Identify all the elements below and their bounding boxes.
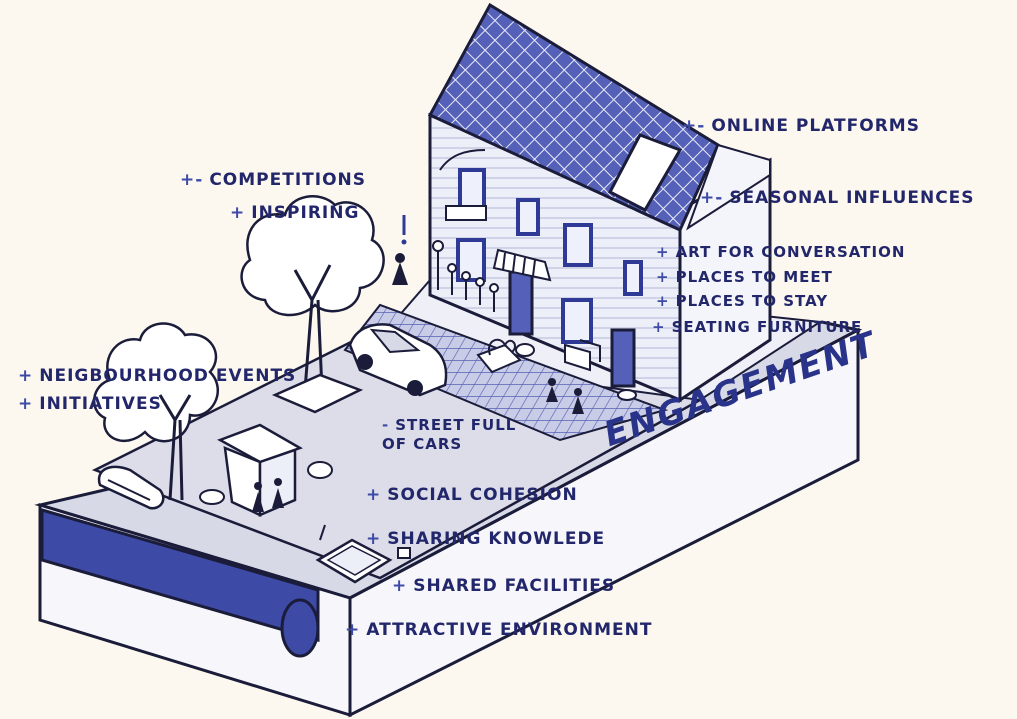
label-social-cohesion: +SOCIAL COHESION — [366, 485, 578, 505]
door — [610, 328, 636, 388]
plus-icon: + — [392, 576, 408, 596]
window — [563, 223, 593, 267]
window — [561, 298, 593, 344]
label-shared-facilities: +SHARED FACILITIES — [392, 576, 616, 596]
label-street-full-of-cars: -STREET FULL OF CARS — [382, 416, 517, 453]
pavilion — [217, 423, 303, 517]
chair — [564, 339, 601, 372]
climbing-plant — [439, 149, 486, 171]
car — [348, 323, 448, 397]
minus-icon: - — [382, 416, 390, 434]
door — [508, 270, 534, 336]
plus-icon: + — [366, 529, 382, 549]
plus-minus-icon: +- — [700, 188, 724, 208]
label-seasonal-influences: +-SEASONAL INFLUENCES — [700, 188, 975, 208]
label-neighbourhood-events: +NEIGBOURHOOD EVENTS — [18, 366, 297, 386]
plus-icon: + — [230, 203, 246, 223]
bollards — [432, 240, 499, 312]
window — [623, 260, 643, 296]
label-places-to-stay: +PLACES TO STAY — [656, 292, 829, 310]
house — [427, 2, 772, 403]
garden-bed — [315, 524, 411, 584]
speech-bubbles — [199, 343, 637, 505]
plus-icon: + — [345, 620, 361, 640]
label-seating-furniture: +SEATING FURNITURE — [652, 318, 863, 336]
label-sharing-knowledge: +SHARING KNOWLEDE — [366, 529, 606, 549]
plus-minus-icon: +- — [180, 170, 204, 190]
tree — [93, 322, 220, 501]
art-sculpture — [476, 338, 522, 374]
awning — [492, 248, 552, 282]
window — [516, 198, 540, 236]
plus-minus-icon: +- — [682, 116, 706, 136]
canal — [40, 508, 320, 658]
people — [392, 253, 584, 414]
window — [458, 168, 486, 210]
tree — [240, 195, 385, 414]
bench — [97, 465, 165, 510]
plus-icon: + — [18, 394, 34, 414]
label-online-platforms: +-ONLINE PLATFORMS — [682, 116, 920, 136]
label-competitions: +-COMPETITIONS — [180, 170, 366, 190]
planter-box — [445, 205, 487, 221]
exclamation-icon — [401, 215, 407, 245]
label-art-for-conversation: +ART FOR CONVERSATION — [656, 243, 906, 261]
plus-icon: + — [656, 292, 670, 310]
label-inspiring: +INSPIRING — [230, 203, 360, 223]
label-attractive-environment: +ATTRACTIVE ENVIRONMENT — [345, 620, 653, 640]
window — [456, 238, 486, 282]
plus-icon: + — [18, 366, 34, 386]
plus-icon: + — [652, 318, 666, 336]
label-initiatives: +INITIATIVES — [18, 394, 162, 414]
skylight — [607, 133, 683, 212]
plus-icon: + — [366, 485, 382, 505]
plus-icon: + — [656, 243, 670, 261]
label-places-to-meet: +PLACES TO MEET — [656, 268, 833, 286]
plus-icon: + — [656, 268, 670, 286]
